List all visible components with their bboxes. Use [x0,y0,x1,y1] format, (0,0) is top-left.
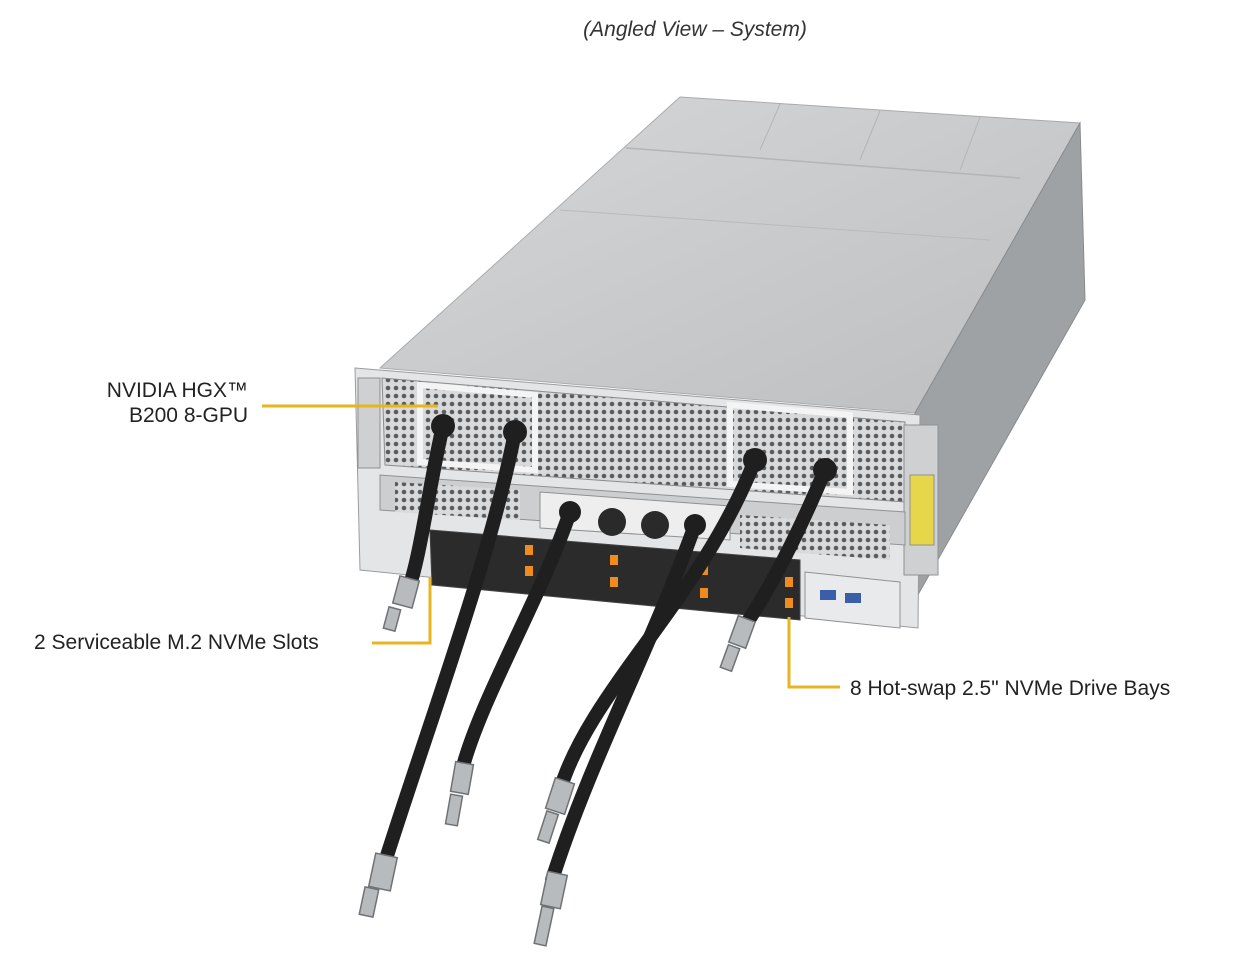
hose-fittings [358,574,757,947]
drive-bays-callout-label: 8 Hot-swap 2.5" NVMe Drive Bays [850,677,1171,700]
callout-lines [262,404,840,689]
gpu-callout-line1: NVIDIA HGX™ [106,379,248,402]
gpu-callout-label: NVIDIA HGX™ B200 8-GPU [107,378,248,428]
m2-slots-callout-label: 2 Serviceable M.2 NVMe Slots [34,631,319,654]
figure-caption: (Angled View – System) [583,18,807,41]
gpu-callout-line2: B200 8-GPU [128,404,248,427]
coolant-hoses [378,419,832,887]
